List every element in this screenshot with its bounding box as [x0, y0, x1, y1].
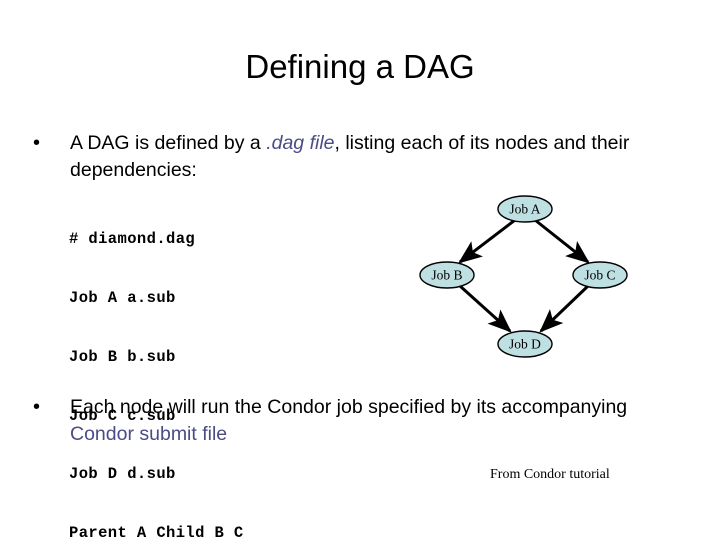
dag-node-job-c[interactable]: Job C: [572, 261, 628, 289]
dag-node-job-b[interactable]: Job B: [419, 261, 475, 289]
dag-node-c-shape: [572, 261, 628, 289]
code-line-1: # diamond.dag: [69, 230, 196, 249]
dag-file-code-block: # diamond.dag Job A a.sub Job B b.sub Jo…: [69, 191, 244, 540]
bullet-marker-icon: •: [33, 396, 41, 418]
dag-node-job-d[interactable]: Job D: [497, 330, 553, 358]
page-title: Defining a DAG: [245, 48, 475, 85]
dag-edge-b-d: [458, 284, 512, 333]
dag-edges: [458, 218, 590, 333]
bullet-marker-icon: •: [33, 132, 41, 154]
dag-node-a-label: Job A: [509, 202, 540, 217]
bullet-1-segment-3: , listing each of its nodes and their de…: [70, 132, 630, 181]
code-line-4: Job C c.sub: [69, 406, 176, 425]
dag-node-d-shape: [497, 330, 553, 358]
code-line-3: Job B b.sub: [69, 347, 176, 366]
code-line-6: Parent A Child B C: [69, 524, 244, 540]
dag-node-c-label: Job C: [584, 268, 615, 283]
dag-node-b-label: Job B: [431, 268, 462, 283]
code-line-5: Job D d.sub: [69, 465, 176, 484]
dag-edge-a-c: [534, 218, 590, 264]
dag-node-a-shape: [497, 195, 553, 223]
bullet-item-2-text: Each node will run the Condor job specif…: [70, 394, 670, 448]
bullet-item-1-text: A DAG is defined by a .dag file, listing…: [70, 130, 690, 184]
condor-submit-file-highlight: Condor submit file: [70, 423, 228, 445]
dag-node-b-shape: [419, 261, 475, 289]
code-line-2: Job A a.sub: [69, 288, 176, 307]
dag-edge-a-b: [458, 218, 516, 264]
dag-node-d-label: Job D: [509, 337, 541, 352]
dag-edge-c-d: [539, 284, 590, 333]
dag-file-highlight: .dag file: [266, 132, 335, 154]
bullet-2-segment-1: Each node will run the Condor job specif…: [70, 396, 628, 418]
bullet-1-segment-1: A DAG is defined by a: [70, 132, 267, 154]
attribution-text: From Condor tutorial: [490, 467, 610, 482]
dag-node-job-a[interactable]: Job A: [497, 195, 553, 223]
dag-diagram: Job A Job B Job C Job D: [400, 185, 665, 370]
